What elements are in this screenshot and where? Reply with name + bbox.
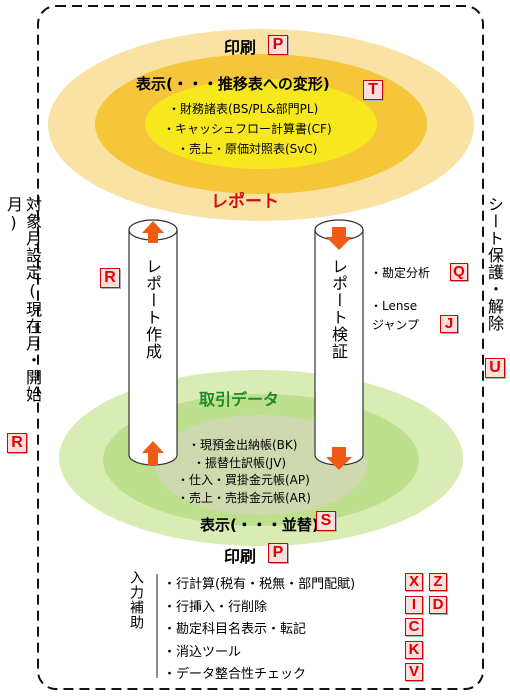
report-label: レポート [211,192,279,212]
assist-row-1: ・行計算(税有・税無・部門配賦) [163,577,356,592]
bottom-oval-inner [155,415,367,515]
side-right-key[interactable]: U [485,358,505,378]
bottom-display-key[interactable]: S [316,511,336,531]
side-right-label: シート保護・解除 [485,196,504,332]
assist-key-x[interactable]: X [405,573,423,591]
assist-key-d[interactable]: D [429,596,447,614]
top-item-1: ・財務諸表(BS/PL&部門PL) [168,102,319,116]
side-left-key[interactable]: R [7,433,27,453]
bottom-item-4: ・売上・売掛金元帳(AR) [177,491,311,505]
top-display-label: 表示(・・・推移表への変形) [136,75,330,93]
top-display-key[interactable]: T [363,80,383,100]
up-arrow-icon [142,221,164,243]
down-arrow-icon [326,227,352,250]
bottom-item-3: ・仕入・買掛金元帳(AP) [177,473,310,487]
assist-key-i[interactable]: I [405,596,423,614]
assist-key-z[interactable]: Z [429,573,447,591]
dashed-frame [37,5,484,690]
assist-key-k[interactable]: K [405,641,423,659]
top-print-key[interactable]: P [268,35,288,55]
up-arrow-icon [142,441,164,465]
bottom-item-1: ・現預金出納帳(BK) [188,438,298,452]
top-print-label: 印刷 [224,38,257,57]
left-pillar-label: レポート作成 [143,258,162,360]
assist-row-5: ・データ整合性チェック [163,667,307,682]
bottom-item-2: ・振替仕訳帳(JV) [193,456,287,470]
lense-key[interactable]: J [440,315,458,333]
top-item-2: ・キャッシュフロー計算書(CF) [163,122,332,136]
assist-key-v[interactable]: V [405,663,423,681]
lense-label-1: ・Lense [370,299,418,313]
bottom-print-label: 印刷 [224,547,257,566]
assist-row-3: ・勘定科目名表示・転記 [163,622,307,637]
right-pillar-label: レポート検証 [329,258,348,360]
top-item-3: ・売上・原価対照表(SvC) [177,142,318,156]
left-pillar-key[interactable]: R [100,268,120,288]
side-left-label: 対象月設定(現在月・開始月) [4,196,42,403]
down-arrow-icon [326,447,352,470]
assist-key-c[interactable]: C [405,618,423,636]
lense-label-2: ジャンプ [372,318,420,332]
analysis-label: ・勘定分析 [370,266,431,280]
input-assist-label: 入力補助 [128,570,144,630]
bottom-print-key[interactable]: P [268,543,288,563]
analysis-key[interactable]: Q [450,263,468,281]
bottom-display-label: 表示(・・・並替) [200,516,319,534]
top-oval-inner [145,79,377,169]
assist-row-4: ・消込ツール [163,645,242,660]
bottom-title: 取引データ [199,390,280,409]
assist-row-2: ・行挿入・行削除 [163,600,268,615]
